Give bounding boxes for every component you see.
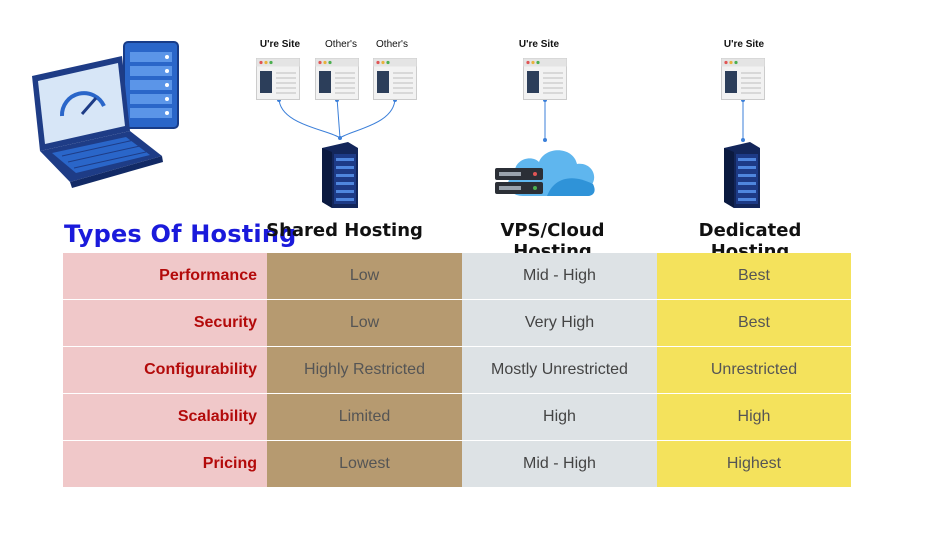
vps-site-label: U're Site	[518, 39, 560, 50]
vps-cell: Mostly Unrestricted	[462, 347, 657, 393]
shared-cell: Low	[267, 253, 462, 299]
dedicated-cell: Unrestricted	[657, 347, 851, 393]
vps-cell: Mid - High	[462, 253, 657, 299]
row-label: Security	[63, 300, 267, 346]
shared-site-label-other-1: Other's	[325, 39, 357, 50]
dedicated-cell: Best	[657, 300, 851, 346]
table-row-configurability: Configurability Highly Restricted Mostly…	[63, 347, 851, 394]
table-row-performance: Performance Low Mid - High Best	[63, 253, 851, 300]
shared-site-label-other-2: Other's	[376, 39, 408, 50]
dedicated-cell: High	[657, 394, 851, 440]
website-icon	[256, 58, 300, 100]
row-label: Pricing	[63, 441, 267, 487]
table-row-scalability: Scalability Limited High High	[63, 394, 851, 441]
table-row-pricing: Pricing Lowest Mid - High Highest	[63, 441, 851, 488]
website-icon	[523, 58, 567, 100]
shared-server-icon	[322, 142, 358, 208]
column-heading-shared: Shared Hosting	[266, 220, 423, 241]
website-icon	[721, 58, 765, 100]
shared-site-label-own: U're Site	[259, 39, 301, 50]
shared-cell: Highly Restricted	[267, 347, 462, 393]
hosting-comparison-table: Performance Low Mid - High Best Security…	[63, 253, 851, 488]
laptop-icon	[32, 41, 179, 188]
vps-cell: Mid - High	[462, 441, 657, 487]
laptop-server-illustration	[22, 36, 202, 196]
shared-cell: Lowest	[267, 441, 462, 487]
row-label: Scalability	[63, 394, 267, 440]
shared-cell: Low	[267, 300, 462, 346]
connection-lines	[277, 97, 745, 142]
shared-cell: Limited	[267, 394, 462, 440]
vps-cell: Very High	[462, 300, 657, 346]
dedicated-cell: Highest	[657, 441, 851, 487]
server-icon	[123, 41, 179, 129]
dedicated-server-icon	[724, 142, 760, 208]
row-label: Performance	[63, 253, 267, 299]
website-icon	[315, 58, 359, 100]
cloud-server-icon	[495, 150, 595, 196]
dedicated-cell: Best	[657, 253, 851, 299]
row-label: Configurability	[63, 347, 267, 393]
table-row-security: Security Low Very High Best	[63, 300, 851, 347]
types-of-hosting-heading: Types Of Hosting	[64, 220, 297, 248]
vps-cell: High	[462, 394, 657, 440]
dedicated-site-label: U're Site	[723, 39, 765, 50]
website-icon	[373, 58, 417, 100]
